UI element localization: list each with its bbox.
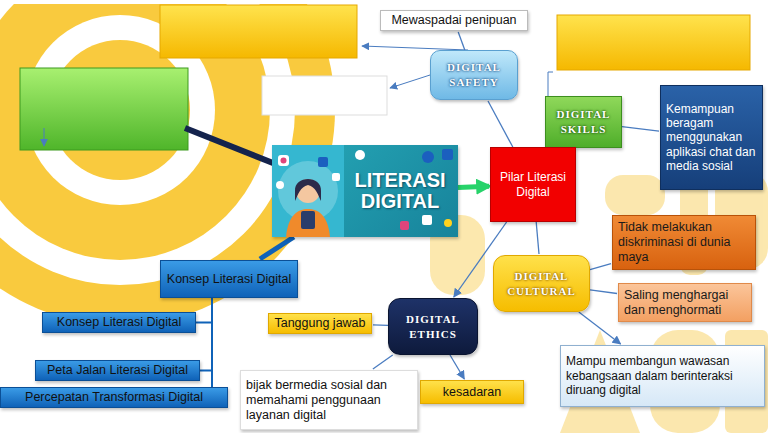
pillar-label: DIGITAL SKILLS bbox=[551, 107, 616, 137]
box-text: Tanggung jawab bbox=[274, 316, 366, 331]
connector bbox=[373, 324, 388, 326]
box-text: Mampu membangun wawasan kebangsaan dalam… bbox=[566, 354, 759, 397]
connector bbox=[590, 264, 611, 270]
connector bbox=[196, 298, 212, 323]
title-text: LITERASI DIGITAL bbox=[346, 170, 454, 212]
box-text: Kemampuan beragam menggunakan aplikasi c… bbox=[666, 102, 757, 174]
connector bbox=[200, 298, 212, 371]
description-box: Mampu membangun wawasan kebangsaan dalam… bbox=[560, 345, 765, 407]
connector bbox=[579, 312, 621, 344]
pillar-label: DIGITAL CULTURAL bbox=[499, 269, 584, 299]
box-text: kesadaran bbox=[426, 385, 518, 400]
value-box: Tanggung jawab bbox=[268, 313, 372, 334]
pillar-box: DIGITAL CULTURAL bbox=[493, 255, 590, 312]
connector bbox=[373, 355, 393, 369]
pillar-box: DIGITAL SKILLS bbox=[545, 96, 622, 148]
concept-box: Konsep Literasi Digital bbox=[42, 312, 196, 333]
box-text: Peta Jalan Literasi Digital bbox=[41, 363, 194, 378]
note-box: Mewaspadai penipuan bbox=[380, 10, 528, 31]
connector bbox=[211, 298, 213, 387]
connector bbox=[536, 222, 539, 254]
box-text: bijak bermedia sosial dan memahami pengg… bbox=[246, 378, 412, 423]
concept-box: Peta Jalan Literasi Digital bbox=[35, 360, 200, 381]
box-text: Tidak melakukan diskriminasi di dunia ma… bbox=[618, 220, 750, 265]
connector bbox=[622, 127, 659, 131]
description-box: Saling menghargai dan menghormati bbox=[618, 283, 752, 322]
description-box: Tidak melakukan diskriminasi di dunia ma… bbox=[612, 215, 756, 270]
connector bbox=[590, 290, 617, 294]
concept-box: Percepatan Transformasi Digital bbox=[0, 387, 228, 408]
box-text: Mewaspadai penipuan bbox=[386, 13, 522, 28]
box-text: Saling menghargai dan menghormati bbox=[624, 288, 746, 318]
pillar-label: DIGITAL ETHICS bbox=[394, 312, 472, 342]
connector bbox=[488, 101, 513, 147]
pillar-label: DIGITAL SAFETY bbox=[436, 60, 512, 90]
connector bbox=[458, 32, 465, 50]
concept-box: Konsep Literasi Digital bbox=[160, 260, 298, 298]
connector bbox=[450, 355, 464, 379]
box-text: Konsep Literasi Digital bbox=[166, 272, 292, 287]
connector bbox=[458, 186, 489, 187]
box-text: Konsep Literasi Digital bbox=[48, 315, 190, 330]
pillar-box: DIGITAL ETHICS bbox=[388, 298, 478, 355]
note-box: bijak bermedia sosial dan memahami pengg… bbox=[240, 370, 418, 430]
value-box: kesadaran bbox=[420, 380, 524, 404]
box-text: Percepatan Transformasi Digital bbox=[6, 390, 222, 405]
description-box: Kemampuan beragam menggunakan aplikasi c… bbox=[660, 85, 763, 190]
box-text: Pilar Literasi Digital bbox=[496, 170, 570, 199]
title-image: LITERASI DIGITAL bbox=[272, 145, 458, 237]
hub-box: Pilar Literasi Digital bbox=[490, 147, 576, 222]
connector bbox=[260, 237, 294, 259]
pillar-box: DIGITAL SAFETY bbox=[430, 50, 518, 100]
